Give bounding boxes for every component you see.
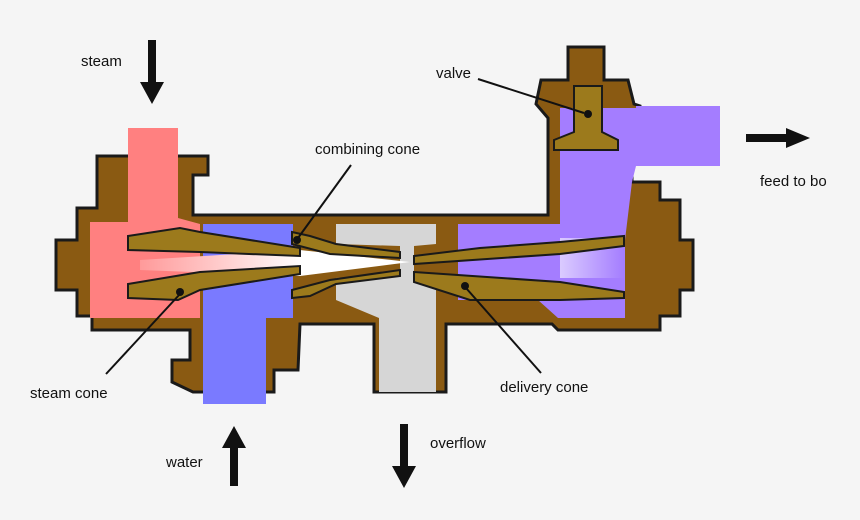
feed-chamber — [458, 106, 720, 318]
label-overflow: overflow — [430, 435, 486, 452]
label-combining-cone: combining cone — [315, 141, 420, 158]
combining-cone-shape — [291, 230, 401, 300]
label-steam: steam — [81, 53, 122, 70]
label-feed-to-boiler: feed to bo — [760, 173, 827, 190]
valve-stem — [553, 85, 619, 151]
valve-leader-line — [477, 78, 585, 114]
delivery-cone-leader-line — [465, 287, 542, 374]
steam-cone-shape — [127, 226, 301, 302]
label-valve: valve — [436, 65, 471, 82]
overflow-arrow — [392, 424, 416, 488]
water-arrow — [222, 426, 246, 486]
combining-cone-leader-dot — [293, 236, 301, 244]
steam-cone-leader-line — [105, 293, 181, 375]
steam-jet — [140, 250, 410, 276]
feed-arrow — [746, 128, 810, 148]
delivery-cone-leader-dot — [461, 282, 469, 290]
combining-cone-leader-line — [297, 164, 352, 239]
steam-cone-leader-dot — [176, 288, 184, 296]
label-water: water — [165, 454, 203, 471]
valve-leader-dot — [584, 110, 592, 118]
label-delivery-cone: delivery cone — [500, 379, 588, 396]
steam-arrow — [140, 40, 164, 104]
label-steam-cone: steam cone — [30, 385, 108, 402]
overflow-chamber — [336, 224, 436, 392]
